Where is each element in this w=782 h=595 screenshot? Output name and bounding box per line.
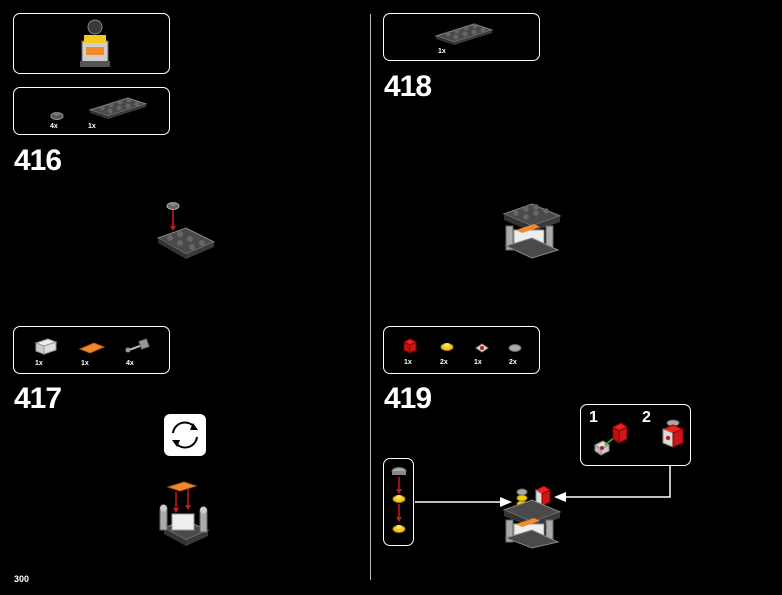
arrow-from-callout: [566, 466, 671, 498]
previous-result-box: [13, 13, 170, 74]
step-417-build-illustration: [159, 481, 210, 546]
stack-illustration: [391, 467, 407, 533]
part-tile-printed: [475, 343, 489, 353]
page-number: 300: [14, 574, 30, 584]
step-419-build-illustration: [502, 485, 562, 549]
part-tile-1x2-orange: [78, 342, 106, 354]
step-number-418: 418: [384, 70, 432, 103]
assembled-model-preview: [80, 19, 110, 67]
callout-step-2: 2: [642, 409, 651, 426]
step-417-parts-box: 1x 1x 4x: [13, 326, 170, 374]
step-number-417: 417: [14, 382, 62, 415]
part-round-plate-dark-grey: [50, 112, 64, 120]
qty-label: 2x: [509, 359, 517, 366]
qty-label: 4x: [126, 360, 134, 367]
part-bar-holder-grey: [125, 338, 150, 353]
part-round-tile-grey: [508, 344, 522, 352]
part-plate-2x4-dark-grey: [88, 97, 148, 119]
callout-step-1-illustration: [594, 422, 628, 456]
step-419-parts-box: 1x 2x 1x 2x: [383, 326, 540, 374]
qty-label: 1x: [404, 359, 412, 366]
qty-label: 1x: [35, 360, 43, 367]
qty-label: 1x: [438, 48, 446, 55]
part-round-plate-yellow: [440, 343, 454, 351]
sub-assembly-callout: 1 2: [580, 404, 691, 466]
qty-label: 1x: [81, 360, 89, 367]
rotate-model-icon: [164, 414, 206, 456]
page-divider: [370, 14, 371, 580]
qty-label: 4x: [50, 123, 58, 130]
callout-step-1: 1: [589, 409, 598, 426]
part-plate-2x4-dark-grey: [434, 23, 494, 45]
part-brick-1x1-red: [402, 338, 418, 354]
qty-label: 1x: [88, 123, 96, 130]
part-brick-1x2-white: [34, 338, 58, 355]
step-418-parts-box: 1x: [383, 13, 540, 61]
step-418-build-illustration: [502, 203, 562, 259]
stack-sub-assembly-callout: [383, 458, 414, 546]
step-416-parts-box: 4x 1x: [13, 87, 170, 135]
step-416-build-illustration: [156, 202, 216, 259]
qty-label: 1x: [474, 359, 482, 366]
callout-step-2-illustration: [661, 419, 685, 448]
qty-label: 2x: [440, 359, 448, 366]
step-number-416: 416: [14, 144, 62, 177]
step-number-419: 419: [384, 382, 432, 415]
